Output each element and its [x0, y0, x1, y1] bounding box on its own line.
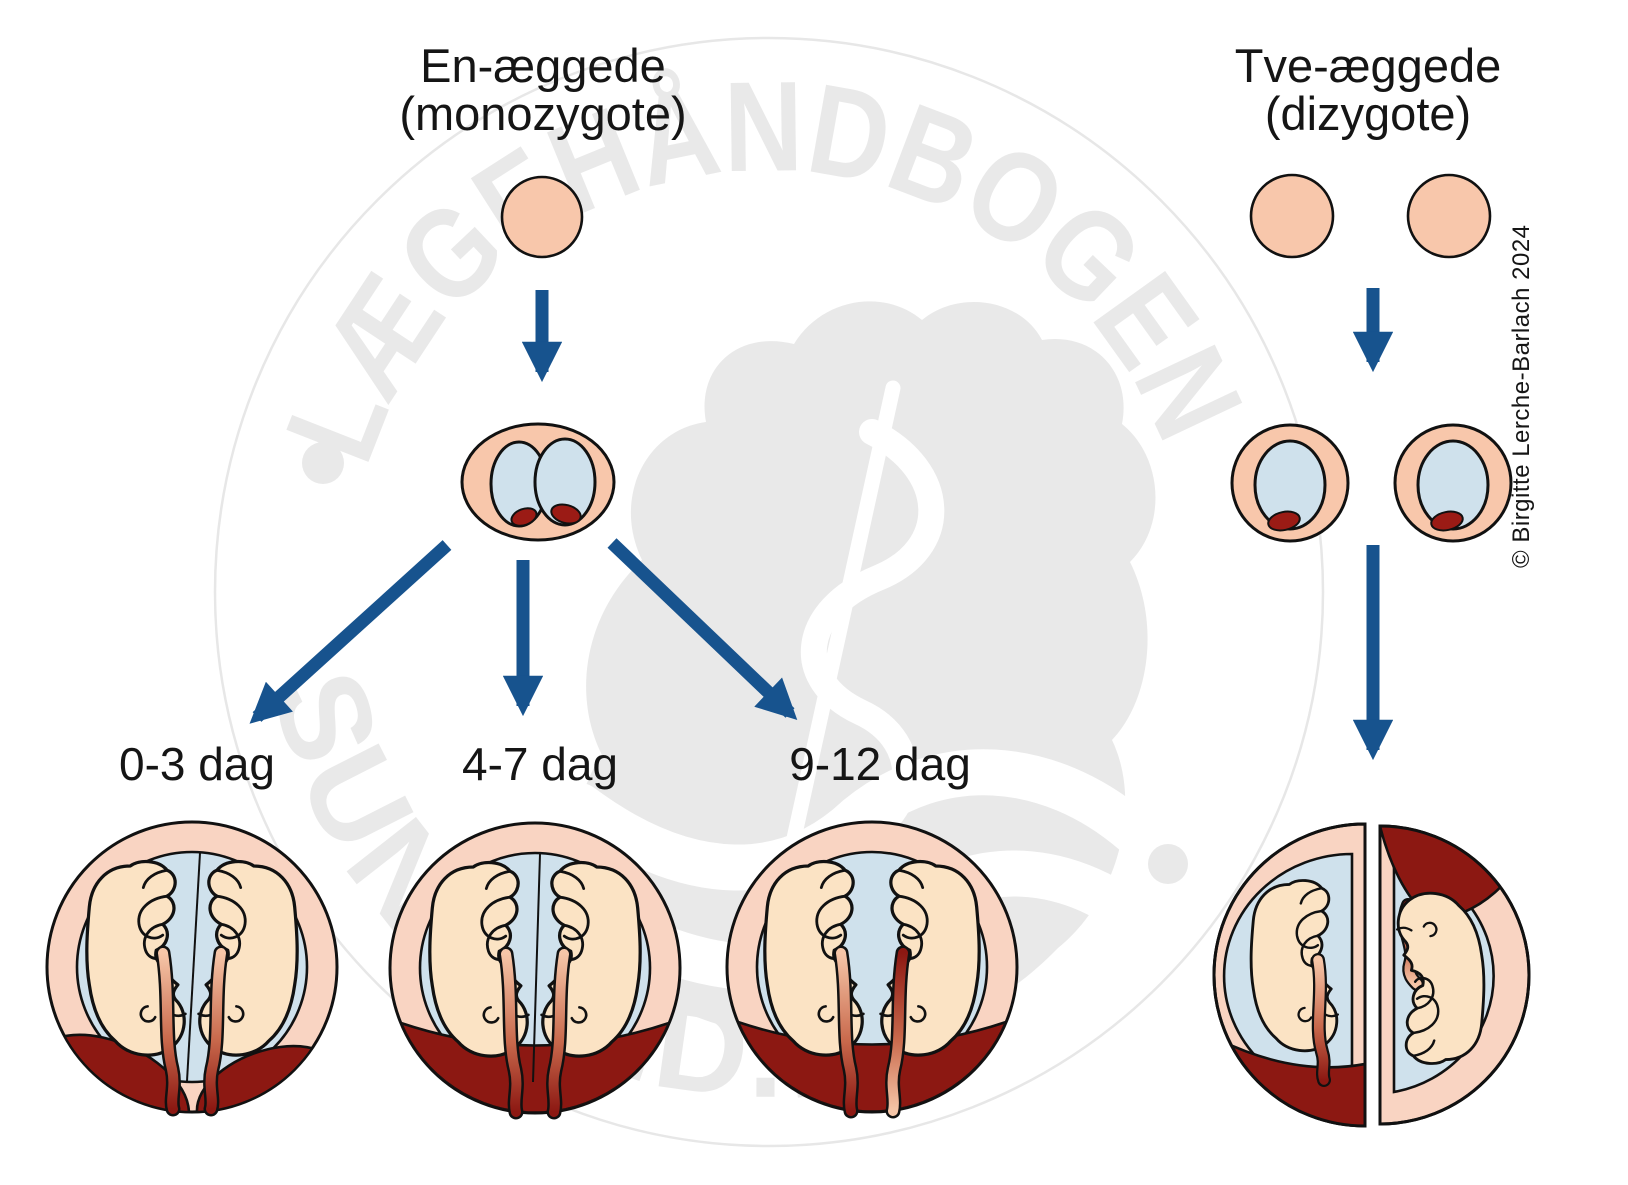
uterus-stage-0-3: [45, 820, 339, 1117]
umbilical-cord: [836, 948, 857, 1116]
umbilical-cord: [158, 948, 179, 1114]
umbilical-cord: [501, 949, 522, 1117]
stage-label-0-3: 0-3 dag: [119, 738, 275, 790]
watermark-ring: [213, 36, 1325, 1148]
dividing-zygote: [460, 422, 616, 542]
uterus-stage-4-7: [388, 821, 682, 1120]
umbilical-cord: [205, 948, 226, 1114]
blastocyst-right: [1393, 423, 1513, 543]
arrow-to-stage-3: [607, 538, 798, 720]
monozygote-column: En-æggede (monozygote) 0-3 dag 4-7 dag 9…: [45, 39, 1019, 1120]
umbilical-cord: [548, 949, 569, 1117]
egg-cell-right: [1406, 173, 1492, 259]
uterus-stage-9-12: [725, 820, 1019, 1119]
dividing-membrane: [532, 853, 541, 1083]
dizygote-title-line1: Tve-æggede: [1235, 39, 1502, 92]
watermark-bullet-left: [302, 442, 344, 484]
copyright-credit: © Birgitte Lerche-Barlach 2024: [1508, 224, 1535, 568]
monozygote-title-line2: (monozygote): [399, 87, 686, 140]
egg-cell: [500, 175, 584, 259]
dizygote-column: Tve-æggede (dizygote): [1212, 39, 1531, 1128]
arrow-to-stage-1: [249, 540, 452, 724]
uterus-dizygote: [1212, 822, 1531, 1128]
watermark-bullet-right: [1148, 844, 1188, 884]
stage-label-9-12: 9-12 dag: [789, 738, 971, 790]
monozygote-title-line1: En-æggede: [420, 39, 666, 92]
umbilical-cord: [1313, 955, 1329, 1085]
umbilical-cord: [887, 948, 908, 1116]
blastocyst-left: [1230, 423, 1350, 543]
stage-label-4-7: 4-7 dag: [462, 738, 618, 790]
egg-cell-left: [1249, 173, 1335, 259]
dividing-membrane: [186, 852, 201, 1082]
dizygote-title-line2: (dizygote): [1265, 87, 1471, 140]
